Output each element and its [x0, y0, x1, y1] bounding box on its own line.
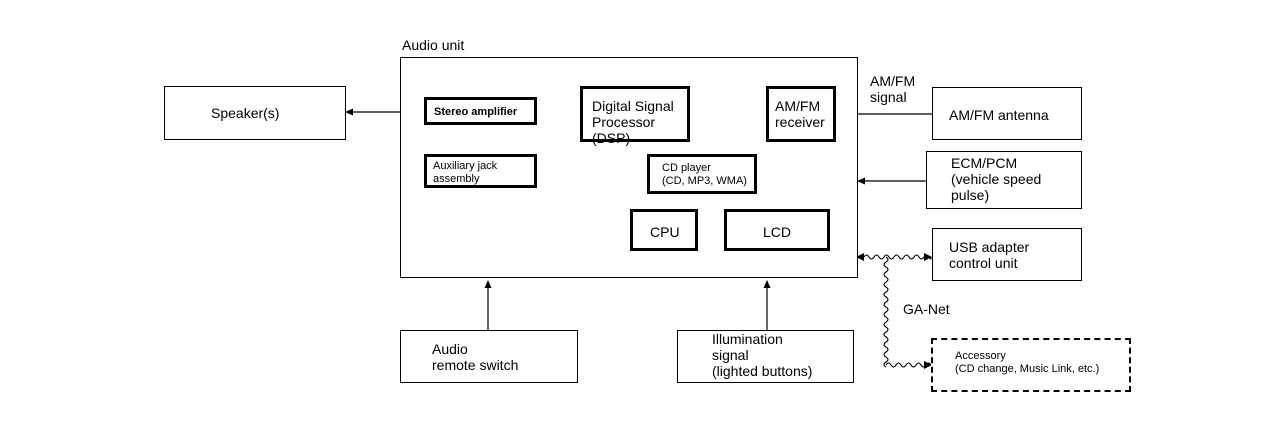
ga-net-arrow-usb	[924, 253, 932, 261]
illumination-signal-block: Illumination signal (lighted buttons)	[677, 330, 854, 383]
accessory-label: Accessory (CD change, Music Link, etc.)	[955, 350, 1100, 375]
amfm-receiver-block: AM/FM receiver	[766, 86, 836, 142]
speakers-block: Speaker(s)	[164, 86, 346, 140]
cd-player-block: CD player (CD, MP3, WMA)	[647, 154, 757, 194]
illumination-signal-label: Illumination signal (lighted buttons)	[712, 331, 813, 380]
amfm-antenna-block: AM/FM antenna	[932, 87, 1082, 140]
speakers-label: Speaker(s)	[211, 105, 280, 121]
lcd-block: LCD	[724, 209, 830, 251]
audio-remote-switch-block: Audio remote switch	[400, 330, 578, 383]
dsp-block: Digital Signal Processor (DSP)	[580, 86, 690, 146]
audio-remote-switch-label: Audio remote switch	[432, 341, 519, 374]
dsp-label: Digital Signal Processor (DSP)	[592, 98, 674, 147]
ga-net-bus-to-accessory	[885, 362, 932, 368]
ga-net-arrow-unit	[856, 253, 864, 261]
aux-jack-label: Auxiliary jack assembly	[433, 160, 498, 185]
cd-player-label: CD player (CD, MP3, WMA)	[662, 162, 747, 187]
accessory-block: Accessory (CD change, Music Link, etc.)	[931, 338, 1131, 392]
ecm-pcm-block: ECM/PCM (vehicle speed pulse)	[926, 151, 1082, 209]
stereo-amplifier-label: Stereo amplifier	[434, 106, 518, 118]
ecm-pcm-label: ECM/PCM (vehicle speed pulse)	[951, 155, 1042, 204]
ga-net-label: GA-Net	[903, 301, 950, 317]
lcd-label: LCD	[763, 224, 792, 240]
amfm-receiver-label: AM/FM receiver	[775, 98, 825, 131]
ga-net-bus-vertical	[883, 256, 889, 368]
ga-net-bus-horizontal	[863, 254, 932, 260]
audio-unit-title: Audio unit	[402, 37, 465, 53]
cpu-block: CPU	[630, 209, 698, 251]
stereo-amplifier-block: Stereo amplifier	[424, 97, 537, 125]
usb-adapter-label: USB adapter control unit	[949, 239, 1030, 272]
aux-jack-block: Auxiliary jack assembly	[424, 154, 537, 188]
amfm-antenna-label: AM/FM antenna	[949, 107, 1049, 123]
amfm-signal-label: AM/FM signal	[870, 73, 916, 106]
ga-net-arrow-accessory	[924, 361, 932, 369]
usb-adapter-block: USB adapter control unit	[932, 228, 1082, 281]
cpu-label: CPU	[650, 224, 680, 240]
